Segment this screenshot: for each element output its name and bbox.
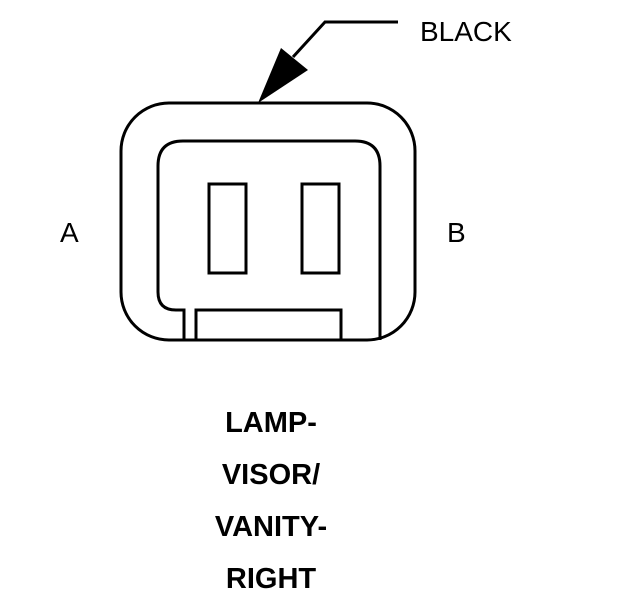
connector-title-line: VISOR/ bbox=[222, 459, 320, 491]
callout-leader bbox=[258, 20, 398, 103]
connector-inner-cavity bbox=[156, 139, 382, 340]
connector-title-line: LAMP- bbox=[225, 407, 317, 439]
connector-outer-shell bbox=[119, 101, 417, 342]
terminal-slot-a bbox=[207, 182, 248, 275]
connector-title: LAMP- VISOR/ VANITY- RIGHT bbox=[215, 407, 327, 595]
connector-lock-tab bbox=[194, 308, 343, 340]
color-label: BLACK bbox=[420, 16, 512, 47]
terminal-slot-b bbox=[300, 182, 341, 275]
connector-title-line: VANITY- bbox=[215, 511, 327, 543]
pin-label-a: A bbox=[60, 217, 79, 248]
connector-title-line: RIGHT bbox=[226, 563, 317, 595]
pin-label-b: B bbox=[447, 217, 466, 248]
